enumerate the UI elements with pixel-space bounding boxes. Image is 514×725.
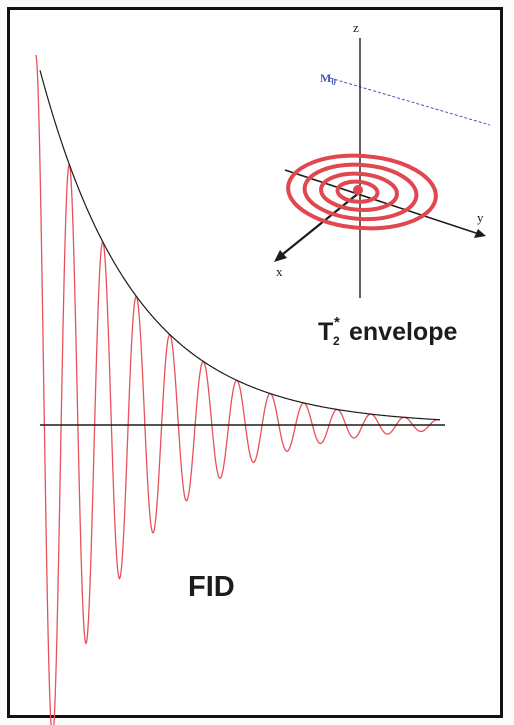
y-axis	[284, 169, 483, 236]
envelope-word: envelope	[349, 318, 457, 346]
y-axis-arrow-icon	[474, 229, 486, 238]
m0-label: M0	[320, 71, 336, 87]
t2-subscript: 2	[333, 334, 340, 348]
precession-rings	[286, 153, 438, 231]
precession-ring	[319, 171, 399, 212]
z-axis-label: z	[353, 20, 359, 35]
fid-curve	[35, 54, 441, 725]
t2-envelope-curve	[39, 70, 440, 421]
y-axis-label: y	[477, 210, 484, 225]
ring-center-dot	[353, 185, 363, 195]
t2-star-envelope-label: T 2 * envelope	[318, 314, 457, 348]
m0-vector-line	[329, 77, 491, 126]
precession-ring	[286, 153, 438, 231]
magnetization-sketch: z x y M0	[274, 20, 491, 298]
fid-label: FID	[188, 571, 235, 603]
t2-symbol: T	[318, 318, 333, 346]
precession-ring	[335, 179, 380, 204]
x-axis	[277, 191, 361, 259]
x-axis-arrow-icon	[274, 250, 287, 262]
t2-star: *	[334, 314, 340, 331]
precession-ring	[302, 162, 419, 222]
x-axis-label: x	[276, 264, 283, 279]
